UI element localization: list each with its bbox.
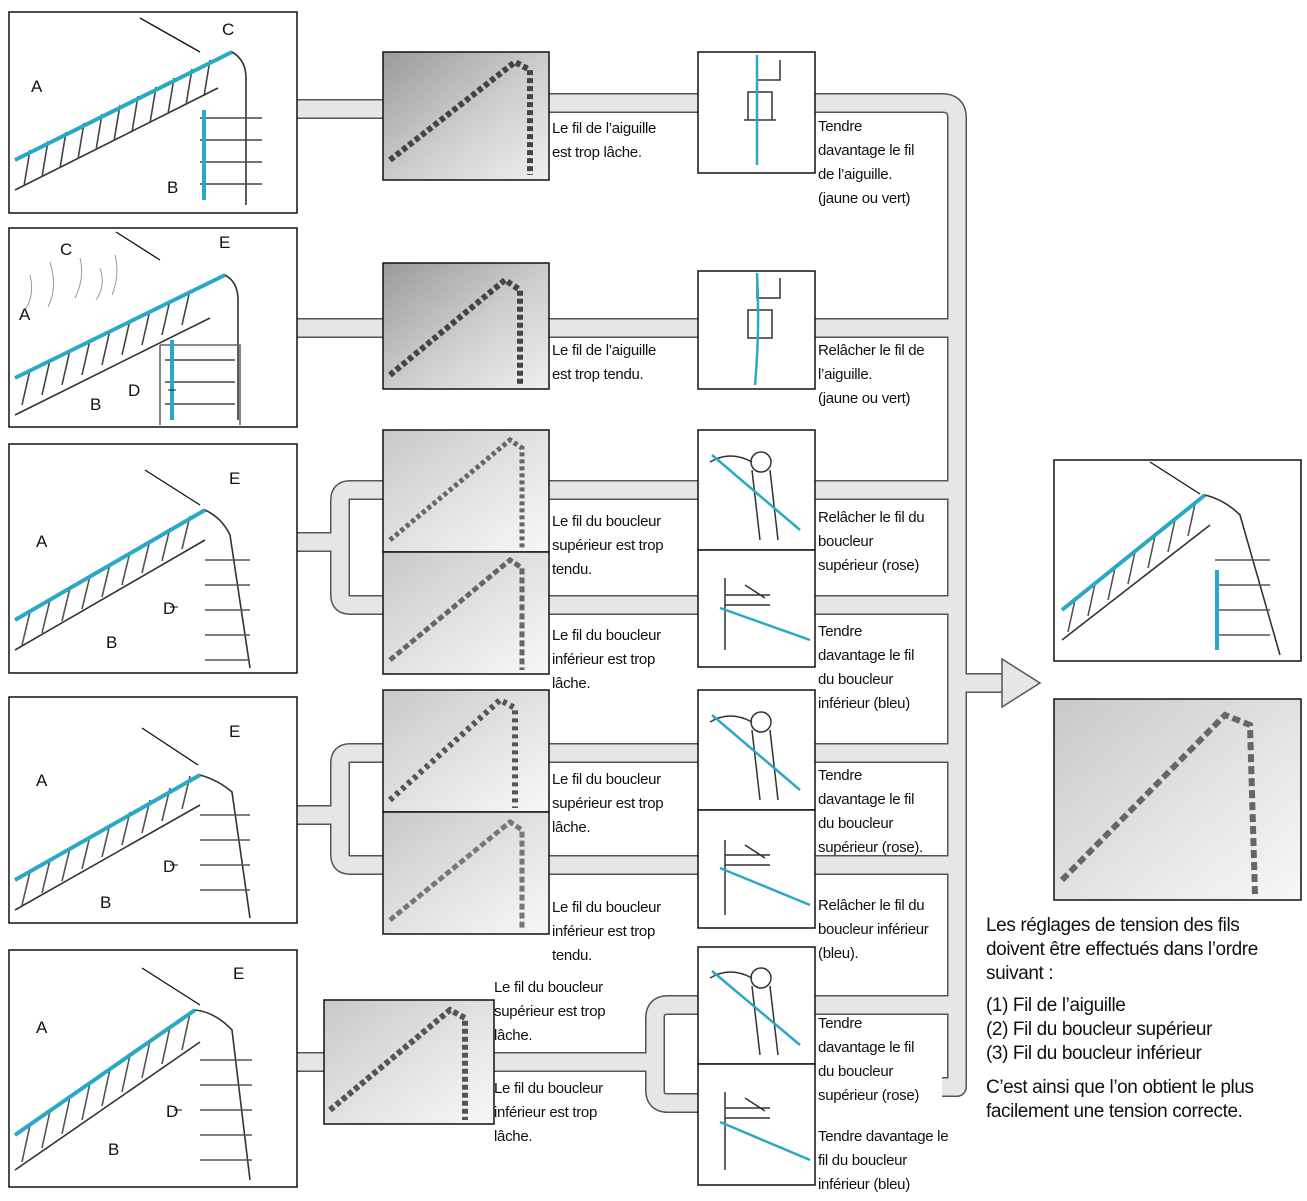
needle-detail-2 — [697, 270, 816, 390]
flow-connectors — [297, 93, 1042, 1113]
lower-looper-detail-3 — [697, 1063, 816, 1186]
caption-needle-loose: Le fil de l’aiguille est trop lâche. — [552, 120, 657, 161]
caption-upper-loose-2: Le fil du boucleur supérieur est trop lâ… — [494, 979, 606, 1044]
label-b: B — [90, 395, 101, 414]
caption-lower-tight: Le fil du boucleur inférieur est trop te… — [552, 899, 661, 964]
caption-upper-loose: Le fil du boucleur supérieur est trop lâ… — [552, 771, 664, 836]
action-needle-tighten: Tendre davantage le fil de l’aiguille. (… — [818, 118, 915, 207]
upper-looper-detail-2 — [697, 689, 816, 811]
tension-order-note: Les réglages de tension des fils doivent… — [986, 914, 1301, 1124]
note-footer: C’est ainsi que l’on obtient le plus fac… — [986, 1077, 1254, 1122]
photo-needle-loose — [382, 51, 550, 181]
photo-lower-loose — [382, 551, 550, 675]
caption-lower-loose: Le fil du boucleur inférieur est trop lâ… — [552, 627, 661, 692]
photo-both-loose — [323, 999, 495, 1125]
needle-detail-1 — [697, 51, 816, 174]
action-upper-tighten-2: Tendre davantage le fil du boucleur supé… — [818, 1015, 920, 1104]
label-d: D — [163, 599, 175, 618]
panel-labels: A B C A B C D E A B D E A B D E A B D E — [19, 20, 244, 1159]
action-lower-loosen: Relâcher le fil du boucleur inférieur (b… — [818, 897, 929, 962]
note-step-1: (1) Fil de l’aiguille — [986, 995, 1126, 1016]
caption-lower-loose-2: Le fil du boucleur inférieur est trop lâ… — [494, 1080, 603, 1145]
panel-upper-looper-loose — [8, 696, 298, 924]
label-b: B — [106, 633, 117, 652]
result-photo — [1053, 698, 1302, 901]
action-needle-loosen: Relâcher le fil de l’aiguille. (jaune ou… — [818, 342, 925, 407]
photo-needle-tight — [382, 262, 550, 390]
upper-looper-detail-1 — [697, 429, 816, 551]
panel-needle-tight — [8, 227, 298, 428]
action-upper-tighten: Tendre davantage le fil du boucleur supé… — [818, 767, 923, 856]
action-upper-loosen: Relâcher le fil du boucleur supérieur (r… — [818, 509, 925, 574]
label-a: A — [31, 77, 43, 96]
panel-needle-loose — [8, 11, 298, 214]
lower-looper-detail-1 — [697, 549, 816, 668]
label-e: E — [229, 722, 240, 741]
note-step-2: (2) Fil du boucleur supérieur — [986, 1019, 1213, 1040]
note-step-3: (3) Fil du boucleur inférieur — [986, 1043, 1202, 1064]
label-e: E — [233, 964, 244, 983]
result-illustration — [1053, 459, 1302, 662]
label-e: E — [219, 233, 230, 252]
label-c: C — [222, 20, 234, 39]
label-a: A — [36, 532, 48, 551]
panel-both-loopers-loose — [8, 949, 298, 1188]
lower-looper-detail-2 — [697, 809, 816, 929]
correct-result — [1053, 459, 1302, 901]
photo-lower-tight — [382, 811, 550, 935]
caption-needle-tight: Le fil de l’aiguille est trop tendu. — [552, 342, 657, 383]
label-a: A — [36, 1018, 48, 1037]
photo-upper-tight — [382, 429, 550, 553]
label-b: B — [108, 1140, 119, 1159]
label-a: A — [36, 771, 48, 790]
caption-upper-tight: Le fil du boucleur supérieur est trop te… — [552, 513, 664, 578]
label-b: B — [167, 178, 178, 197]
note-heading: Les réglages de tension des fils doivent… — [986, 915, 1258, 984]
panel-upper-looper-tight — [8, 443, 298, 674]
label-a: A — [19, 305, 31, 324]
label-c: C — [60, 240, 72, 259]
result-arrowhead — [1001, 657, 1042, 709]
label-b: B — [100, 893, 111, 912]
action-lower-tighten: Tendre davantage le fil du boucleur infé… — [818, 623, 915, 712]
adjustment-details — [697, 51, 816, 1186]
label-d: D — [128, 381, 140, 400]
label-d: D — [163, 857, 175, 876]
photo-upper-loose — [382, 689, 550, 813]
label-d: D — [166, 1102, 178, 1121]
upper-looper-detail-3 — [697, 946, 816, 1065]
stitch-photos — [323, 51, 550, 1125]
label-e: E — [229, 469, 240, 488]
action-lower-tighten-2: Tendre davantage le fil du boucleur infé… — [818, 1128, 949, 1193]
